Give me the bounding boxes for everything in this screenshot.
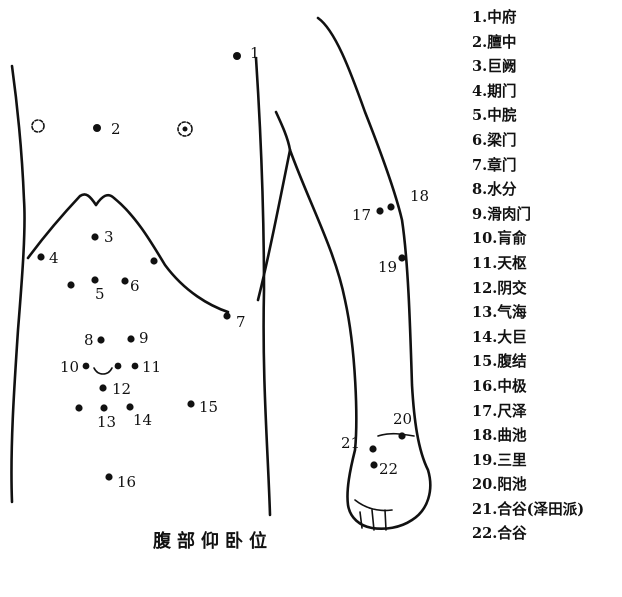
legend-item: 8.水分 [472,181,517,199]
legend-item: 4.期门 [472,82,517,100]
arm-outline [256,16,432,531]
point-number-1: 1 [250,44,260,62]
point-number-8: 8 [84,331,94,349]
legend-item: 20.阳池 [472,476,527,494]
point-1-marker [233,52,241,60]
left-nipple [31,119,45,133]
point-19-marker [398,254,406,262]
legend-item: 15.腹结 [472,353,527,371]
point-7-marker [223,312,231,320]
acupoints-arm [369,203,406,469]
point-13b-marker [75,404,83,412]
point-number-21: 21 [341,434,360,452]
point-20-marker [398,432,406,440]
point-number-13: 13 [97,413,116,431]
point-number-15: 15 [199,398,218,416]
point-number-2: 2 [111,120,121,138]
point-12-marker [99,384,107,392]
point-number-16: 16 [117,473,136,491]
point-number-3: 3 [104,228,114,246]
legend-item: 6.梁门 [472,131,517,149]
point-number-17: 17 [352,206,371,224]
point-number-14: 14 [133,411,152,429]
point-2-marker [93,124,101,132]
point-5b-marker [67,281,75,289]
point-16-marker [105,473,113,481]
right-nipple [177,121,193,137]
point-numbers: 1 2 3 4 5 6 7 8 9 10 11 12 13 14 15 16 1… [49,44,429,491]
legend-item: 1.中府 [472,9,517,26]
legend-item: 12.阴交 [472,279,527,297]
point-13-marker [100,404,108,412]
legend-item: 5.中脘 [472,107,517,125]
point-5-marker [91,276,99,284]
point-number-7: 7 [236,313,246,331]
figure-caption: 腹部仰卧位 [153,530,273,552]
point-14-marker [126,403,134,411]
legend-item: 7.章门 [472,156,517,174]
point-10b-marker [114,362,122,370]
point-17-marker [376,207,384,215]
legend-item: 21.合谷(泽田派) [472,500,585,518]
point-number-12: 12 [112,380,131,398]
legend-item: 2.膻中 [472,33,517,51]
point-9-marker [127,335,135,343]
legend-item: 14.大巨 [472,328,527,346]
point-number-4: 4 [49,249,59,267]
point-number-22: 22 [379,460,398,478]
point-18-marker [387,203,395,211]
acupoints-torso [37,52,241,481]
point-number-18: 18 [410,187,429,205]
legend-item: 13.气海 [472,304,527,322]
legend-item: 10.肓俞 [472,230,527,248]
navel [93,367,113,375]
point-number-11: 11 [142,358,161,376]
legend-item: 16.中极 [472,377,527,395]
point-number-5: 5 [95,285,105,303]
point-11-marker [131,362,139,370]
point-10-marker [82,362,90,370]
legend-item: 9.滑肉门 [472,205,532,223]
point-number-20: 20 [393,410,412,428]
legend-item: 17.尺泽 [472,402,527,420]
point-22-marker [370,461,378,469]
torso-outline [10,56,272,517]
legend-item: 22.合谷 [472,525,527,543]
point-15-marker [187,400,195,408]
point-8-marker [97,336,105,344]
acupoint-legend: 1.中府 2.膻中 3.巨阙 4.期门 5.中脘 6.梁门 7.章门 8.水分 9.滑肉门 10.… [472,6,584,547]
legend-item: 11.天枢 [472,254,527,272]
legend-item: 18.曲池 [472,427,527,445]
legend-item: 3.巨阙 [472,58,517,76]
point-number-9: 9 [139,329,149,347]
point-21-marker [369,445,377,453]
point-number-19: 19 [378,258,397,276]
point-4b-marker [150,257,158,265]
point-number-6: 6 [130,277,140,295]
point-3-marker [91,233,99,241]
point-4-marker [37,253,45,261]
point-number-10: 10 [60,358,79,376]
legend-item: 19.三里 [472,451,527,469]
point-6-marker [121,277,129,285]
